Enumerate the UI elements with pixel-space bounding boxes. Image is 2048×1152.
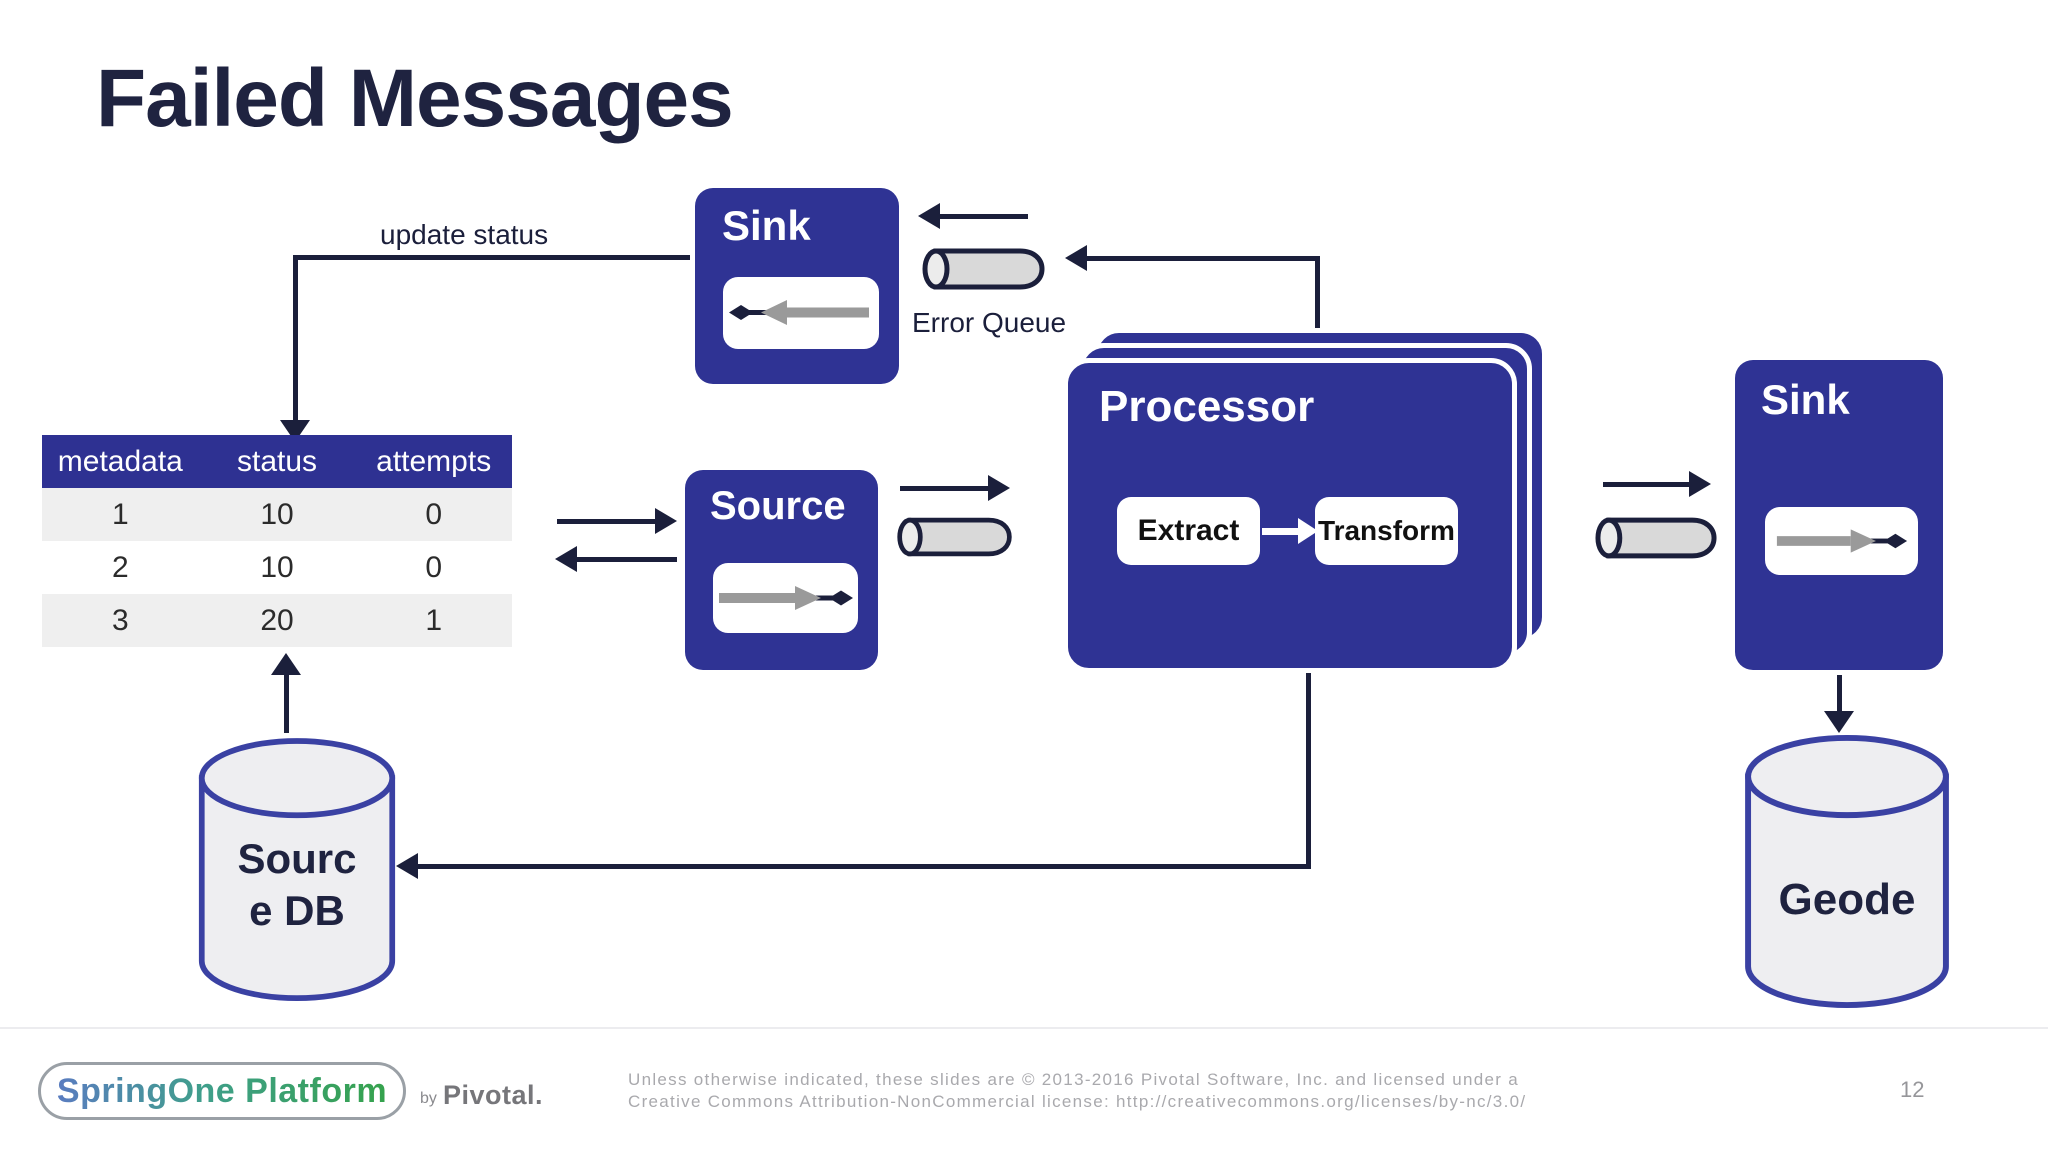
header-cell-attempts: attempts [376,444,492,478]
cell: 2 [111,550,129,584]
source-box: Source [685,470,878,670]
table-row: 1 10 0 [42,488,512,541]
message-arrow-right-icon [719,586,853,610]
page-number: 12 [1900,1077,1925,1102]
cell: 0 [425,550,443,584]
table-row: 3 20 1 [42,594,512,647]
cell: 20 [260,603,294,637]
footer-divider [0,1027,2048,1029]
sink-top-box: Sink [695,188,899,384]
byline-by: by [420,1090,437,1107]
header-cell-metadata: metadata [57,444,183,478]
database-cylinder-icon [1745,735,1949,1009]
geode-cylinder: Geode [1742,735,1952,1010]
cell: 10 [260,497,294,531]
output-queue-cylinder-icon [1593,516,1720,565]
transform-chip: Transform [1315,497,1458,565]
cell: 3 [111,603,129,637]
update-status-label: update status [380,219,549,250]
error-queue-cylinder-icon [920,247,1048,296]
cell: 0 [425,497,443,531]
header-cell-status: status [236,444,318,478]
springone-logo-text: SpringOne Platform [56,1071,388,1110]
cell: 1 [425,603,443,637]
database-cylinder-icon [198,738,396,1001]
source-message-chip [713,563,858,633]
byline-brand: Pivotal. [443,1080,544,1110]
springone-logo: SpringOne Platform [38,1062,406,1120]
license-text: Unless otherwise indicated, these slides… [628,1069,1526,1113]
sink-right-title: Sink [1761,376,1850,423]
source-db-cylinder: Sourc e DB [197,733,397,1008]
page-title: Failed Messages [96,53,734,144]
error-queue-label: Error Queue [912,307,1067,338]
sink-right-message-chip [1765,507,1918,575]
cell: 1 [111,497,129,531]
sink-right-box: Sink [1735,360,1943,670]
table-header-row: metadata status attempts [42,435,512,488]
geode-label: Geode [1778,875,1916,924]
sink-top-title: Sink [722,202,811,249]
extract-chip: Extract [1117,497,1260,565]
message-arrow-left-icon [729,300,869,325]
cell: 10 [260,550,294,584]
input-queue-cylinder-icon [895,516,1015,563]
processor-title: Processor [1099,382,1315,431]
sink-top-message-chip [723,277,879,349]
license-line-2: Creative Commons Attribution-NonCommerci… [628,1092,1527,1111]
license-line-1: Unless otherwise indicated, these slides… [628,1070,1519,1089]
source-db-label: Sourc e DB [237,835,357,934]
source-title: Source [710,484,846,528]
message-arrow-right-icon [1776,529,1908,553]
table-row: 2 10 0 [42,541,512,594]
metadata-table: metadata status attempts 1 10 0 2 10 0 3… [42,435,512,647]
